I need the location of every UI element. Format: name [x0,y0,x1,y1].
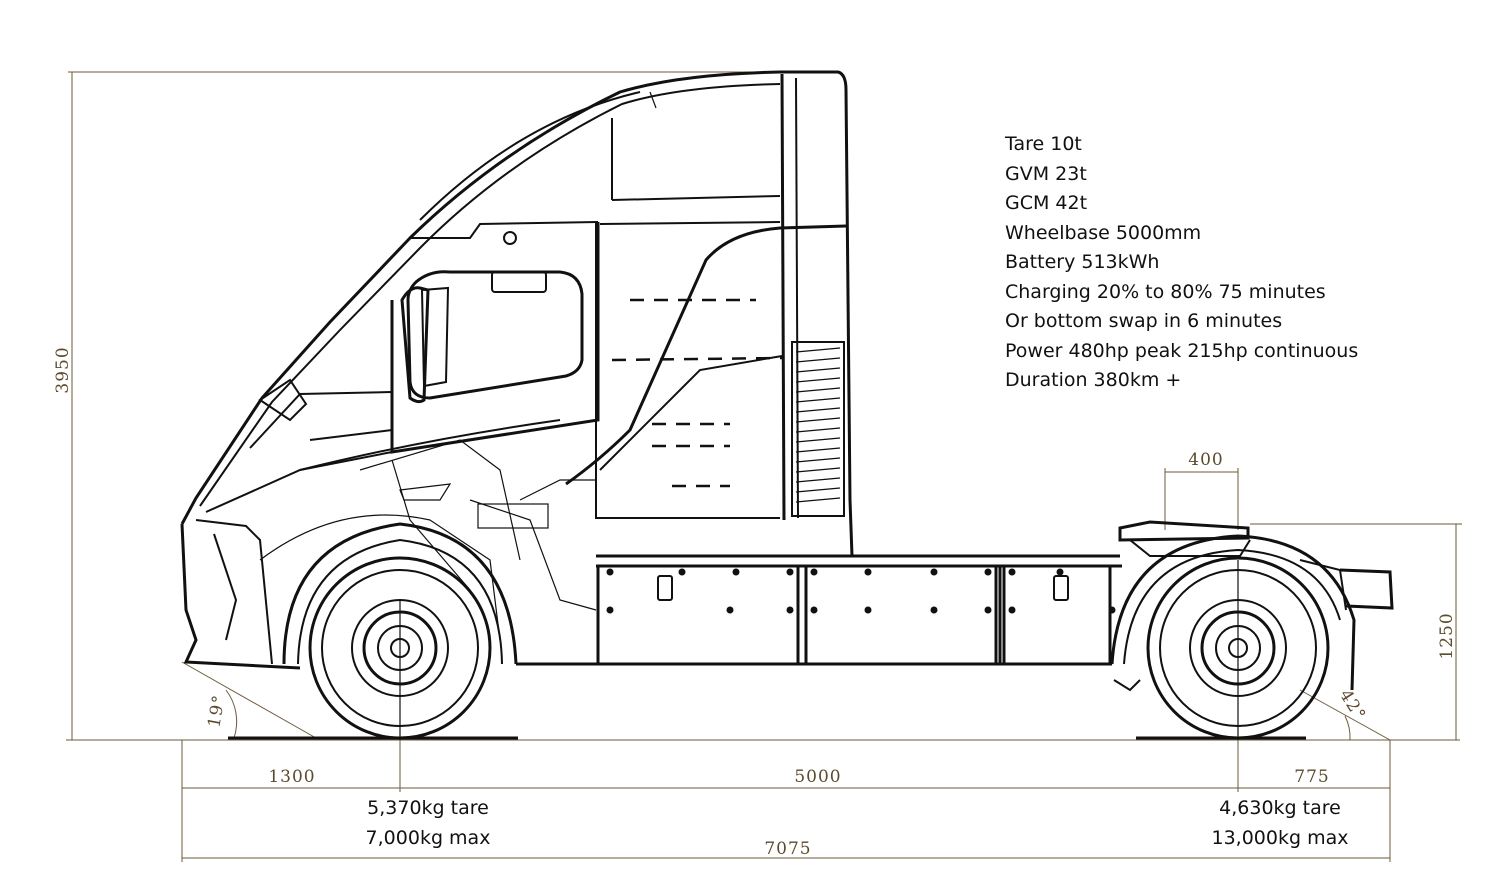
spec-swap: Or bottom swap in 6 minutes [1005,310,1282,332]
spec-battery: Battery 513kWh [1005,251,1159,273]
fifth-wheel-height-label: 1250 [1437,612,1457,659]
rear-overhang-label: 775 [1294,767,1329,787]
front-wheel [308,556,492,740]
spec-gcm: GCM 42t [1005,192,1087,214]
truck-outline [180,70,1394,740]
wheelbase-label: 5000 [794,767,841,787]
rear-axle-tare: 4,630kg tare [1219,797,1341,819]
battery-box-bolts [606,568,1116,614]
spec-tare: Tare 10t [1004,133,1082,155]
spec-wheelbase: Wheelbase 5000mm [1005,222,1201,244]
dimension-lines [66,71,1462,862]
front-overhang-label: 1300 [268,767,315,787]
spec-gvm: GVM 23t [1005,163,1087,185]
spec-charging: Charging 20% to 80% 75 minutes [1005,281,1326,303]
spec-duration: Duration 380km + [1005,369,1181,391]
height-overall-label: 3950 [53,346,73,393]
axle-loads: 5,370kg tare 7,000kg max 4,630kg tare 13… [366,797,1349,849]
front-axle-max: 7,000kg max [366,827,491,849]
overall-length-label: 7075 [764,839,811,859]
spec-power: Power 480hp peak 215hp continuous [1005,340,1358,362]
approach-angle-label: 19° [204,693,229,729]
cab-vents [791,341,845,517]
rear-wheel [1146,556,1330,740]
departure-angle-label: 42° [1335,686,1370,725]
rear-axle-max: 13,000kg max [1212,827,1349,849]
fifth-wheel-offset-label: 400 [1188,450,1223,470]
front-axle-tare: 5,370kg tare [367,797,489,819]
spec-list: Tare 10t GVM 23t GCM 42t Wheelbase 5000m… [1004,133,1358,391]
